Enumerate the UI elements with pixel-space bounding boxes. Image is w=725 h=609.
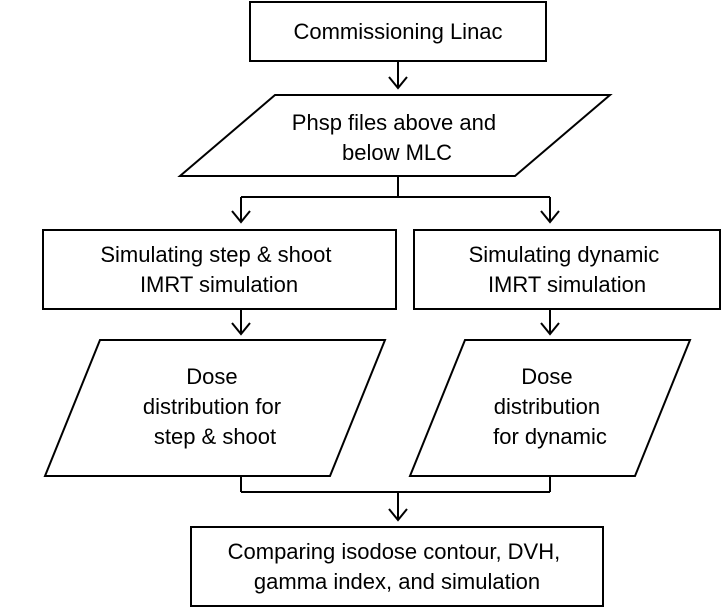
node-comparison-line-2: gamma index, and simulation [254, 569, 540, 594]
node-step-shoot-simulation-line-2: IMRT simulation [140, 272, 298, 297]
edge-dynamic-to-dose [540, 310, 560, 336]
node-comparison: Comparing isodose contour, DVH, gamma in… [190, 526, 604, 607]
node-comparison-box [190, 526, 604, 607]
node-phsp-files-line-2: below MLC [342, 140, 452, 165]
node-phsp-files-box [177, 94, 613, 177]
node-dose-step-shoot-box [43, 339, 387, 477]
node-dose-step-shoot: Dose distribution for step & shoot [43, 339, 387, 477]
node-dynamic-simulation-line-2: IMRT simulation [488, 272, 646, 297]
connectors [231, 62, 560, 522]
edge-dose-merge [240, 477, 551, 493]
edge-phsp-to-dynamic [540, 197, 560, 224]
node-comparison-line-1: Comparing isodose contour, DVH, [228, 539, 561, 564]
node-dose-dynamic-line-2: distribution [494, 394, 600, 419]
node-step-shoot-simulation-box [42, 229, 397, 310]
svg-text:Phsp files above and bel: Phsp files above and below MLC [292, 110, 502, 165]
svg-text:Comparing isodose contour, DVH: Comparing isodose contour, DVH, gamma in… [228, 539, 567, 594]
node-commissioning: Commissioning Linac [249, 1, 547, 62]
edge-merge-to-comparison [388, 492, 408, 522]
node-step-shoot-simulation-line-1: Simulating step & shoot [100, 242, 331, 267]
node-dose-step-shoot-line-2: distribution for [143, 394, 281, 419]
edge-phsp-split [241, 176, 550, 198]
node-commissioning-box [249, 1, 547, 62]
node-dose-dynamic-line-1: Dose [521, 364, 572, 389]
svg-text:Dose distribution: Dose distribution for dynamic [493, 364, 607, 449]
svg-text:Dose distribution for: Dose distribution for step & shoot [143, 364, 287, 449]
node-phsp-files: Phsp files above and below MLC [177, 94, 613, 177]
node-dose-step-shoot-line-1: Dose [186, 364, 237, 389]
node-dose-dynamic-line-3: for dynamic [493, 424, 607, 449]
node-step-shoot-simulation: Simulating step & shoot IMRT simulation [42, 229, 397, 310]
svg-text:Simulating step & shoot: Simulating step & shoot IMRT simulation [100, 242, 337, 297]
node-dose-dynamic-box [408, 339, 692, 477]
node-dynamic-simulation-box [413, 229, 721, 310]
node-phsp-files-line-1: Phsp files above and [292, 110, 496, 135]
svg-text:Simulating dynamic IMRT: Simulating dynamic IMRT simulation [469, 242, 666, 297]
svg-text:Commissioning Linac: Commissioning Linac [293, 19, 502, 44]
node-dose-step-shoot-line-3: step & shoot [154, 424, 276, 449]
node-commissioning-line-1: Commissioning Linac [293, 19, 502, 44]
edge-commissioning-to-phsp [388, 62, 408, 90]
node-dynamic-simulation: Simulating dynamic IMRT simulation [413, 229, 721, 310]
node-dose-dynamic: Dose distribution for dynamic [408, 339, 692, 477]
node-dynamic-simulation-line-1: Simulating dynamic [469, 242, 660, 267]
edge-step-shoot-to-dose [231, 310, 251, 336]
edge-phsp-to-step-shoot [231, 197, 251, 224]
